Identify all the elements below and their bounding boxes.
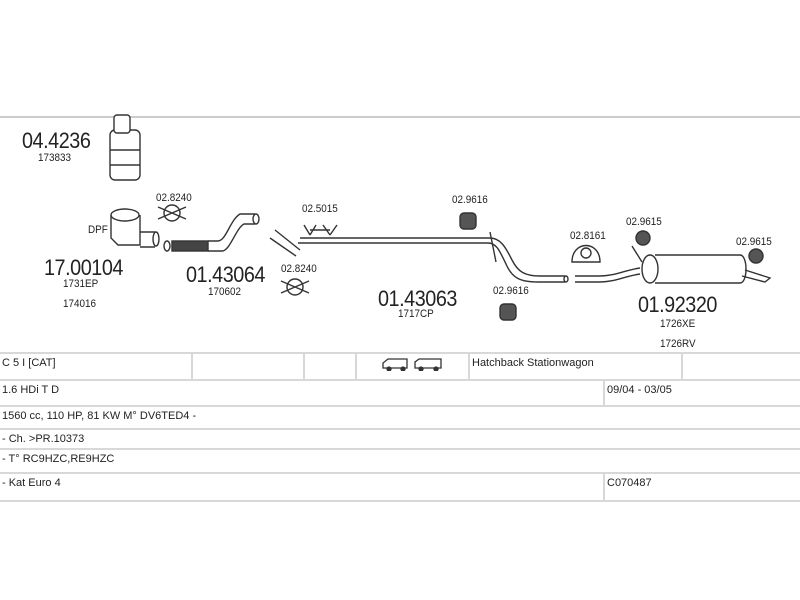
type-codes-cell: - T° RC9HZC,RE9HZC [2, 453, 115, 465]
hanger-icon [499, 303, 517, 321]
hanger-icon [571, 245, 601, 263]
table-row: C 5 I [CAT] Hatchback Stationwagon [0, 352, 800, 381]
model-cell: C 5 I [CAT] [0, 354, 193, 379]
part-number[interactable]: 01.43063 [378, 286, 457, 311]
part-ref: 1726RV [660, 338, 696, 350]
part-ref: 173833 [38, 152, 72, 164]
hanger-icon [459, 212, 477, 230]
empty-cell [683, 354, 800, 379]
fitting-number[interactable]: 02.8240 [281, 263, 317, 275]
part-ref: 174016 [63, 298, 97, 310]
table-row: 1560 cc, 110 HP, 81 KW M° DV6TED4 - [0, 407, 800, 430]
fitting-number[interactable]: 02.9616 [452, 194, 488, 206]
body-type-icons [357, 354, 470, 379]
clamp-icon [157, 204, 187, 222]
empty-cell [193, 354, 305, 379]
top-divider [0, 116, 800, 118]
car-icon [381, 358, 442, 372]
specs-cell: 1560 cc, 110 HP, 81 KW M° DV6TED4 - [2, 410, 197, 422]
fitting-number[interactable]: 02.8240 [156, 192, 192, 204]
emission-cell: - Kat Euro 4 [0, 474, 605, 500]
exhaust-diagram [109, 114, 772, 321]
part-number[interactable]: 04.4236 [22, 128, 91, 153]
code-cell: C070487 [607, 477, 652, 489]
dpf-part-icon [110, 208, 160, 248]
part-ref: 170602 [208, 286, 242, 298]
engine-cell: 1.6 HDi T D [0, 381, 605, 405]
fitting-number[interactable]: 02.9615 [736, 236, 772, 248]
hanger-icon [303, 224, 338, 236]
table-row: 1.6 HDi T D 09/04 - 03/05 [0, 381, 800, 407]
flex-pipe-part-icon [163, 213, 260, 252]
dates-cell: 09/04 - 03/05 [607, 384, 672, 396]
part-ref: 1717CP [398, 308, 434, 320]
dpf-sensor-part-icon [109, 114, 141, 181]
part-ref: 1726XE [660, 318, 696, 330]
fitting-number[interactable]: 02.9616 [493, 285, 529, 297]
middle-pipe-part-icon [269, 229, 569, 283]
hanger-icon [748, 248, 764, 264]
rear-silencer-part-icon [575, 245, 772, 284]
part-number[interactable]: 17.00104 [44, 255, 123, 280]
fitting-number[interactable]: 02.8161 [570, 230, 606, 242]
vehicle-table: C 5 I [CAT] Hatchback Stationwagon 1.6 H… [0, 352, 800, 502]
hanger-icon [635, 230, 651, 246]
table-row: - Kat Euro 4 C070487 [0, 474, 800, 502]
part-number[interactable]: 01.43064 [186, 262, 265, 287]
dpf-tag: DPF [88, 224, 108, 236]
chassis-cell: - Ch. >PR.10373 [2, 433, 85, 445]
part-ref: 1731EP [63, 278, 99, 290]
clamp-icon [280, 278, 310, 296]
part-number[interactable]: 01.92320 [638, 292, 717, 317]
empty-cell [305, 354, 357, 379]
fitting-number[interactable]: 02.5015 [302, 203, 338, 215]
fitting-number[interactable]: 02.9615 [626, 216, 662, 228]
body-types-cell: Hatchback Stationwagon [470, 354, 683, 379]
table-row: - T° RC9HZC,RE9HZC [0, 450, 800, 474]
table-row: - Ch. >PR.10373 [0, 430, 800, 450]
